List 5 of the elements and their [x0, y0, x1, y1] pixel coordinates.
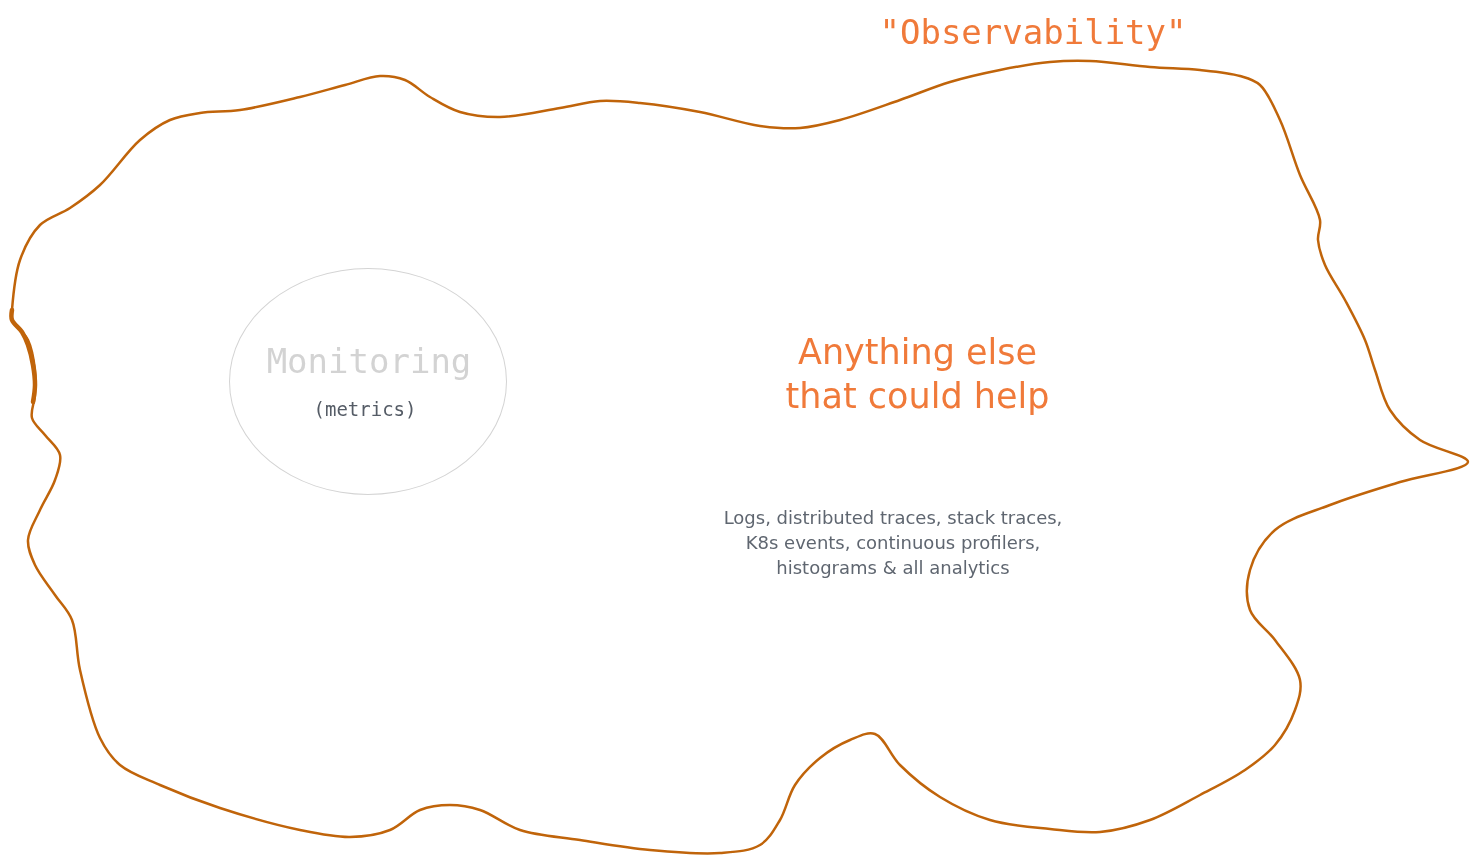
title: "Observability" — [878, 12, 1188, 52]
heading: Anything else that could help — [784, 331, 1051, 418]
subheading: (metrics) — [312, 397, 418, 421]
ellipse-shape — [229, 268, 507, 495]
description: Logs, distributed traces, stack traces, K8s events, continuous profilers, histograms & all analytics — [722, 506, 1064, 580]
